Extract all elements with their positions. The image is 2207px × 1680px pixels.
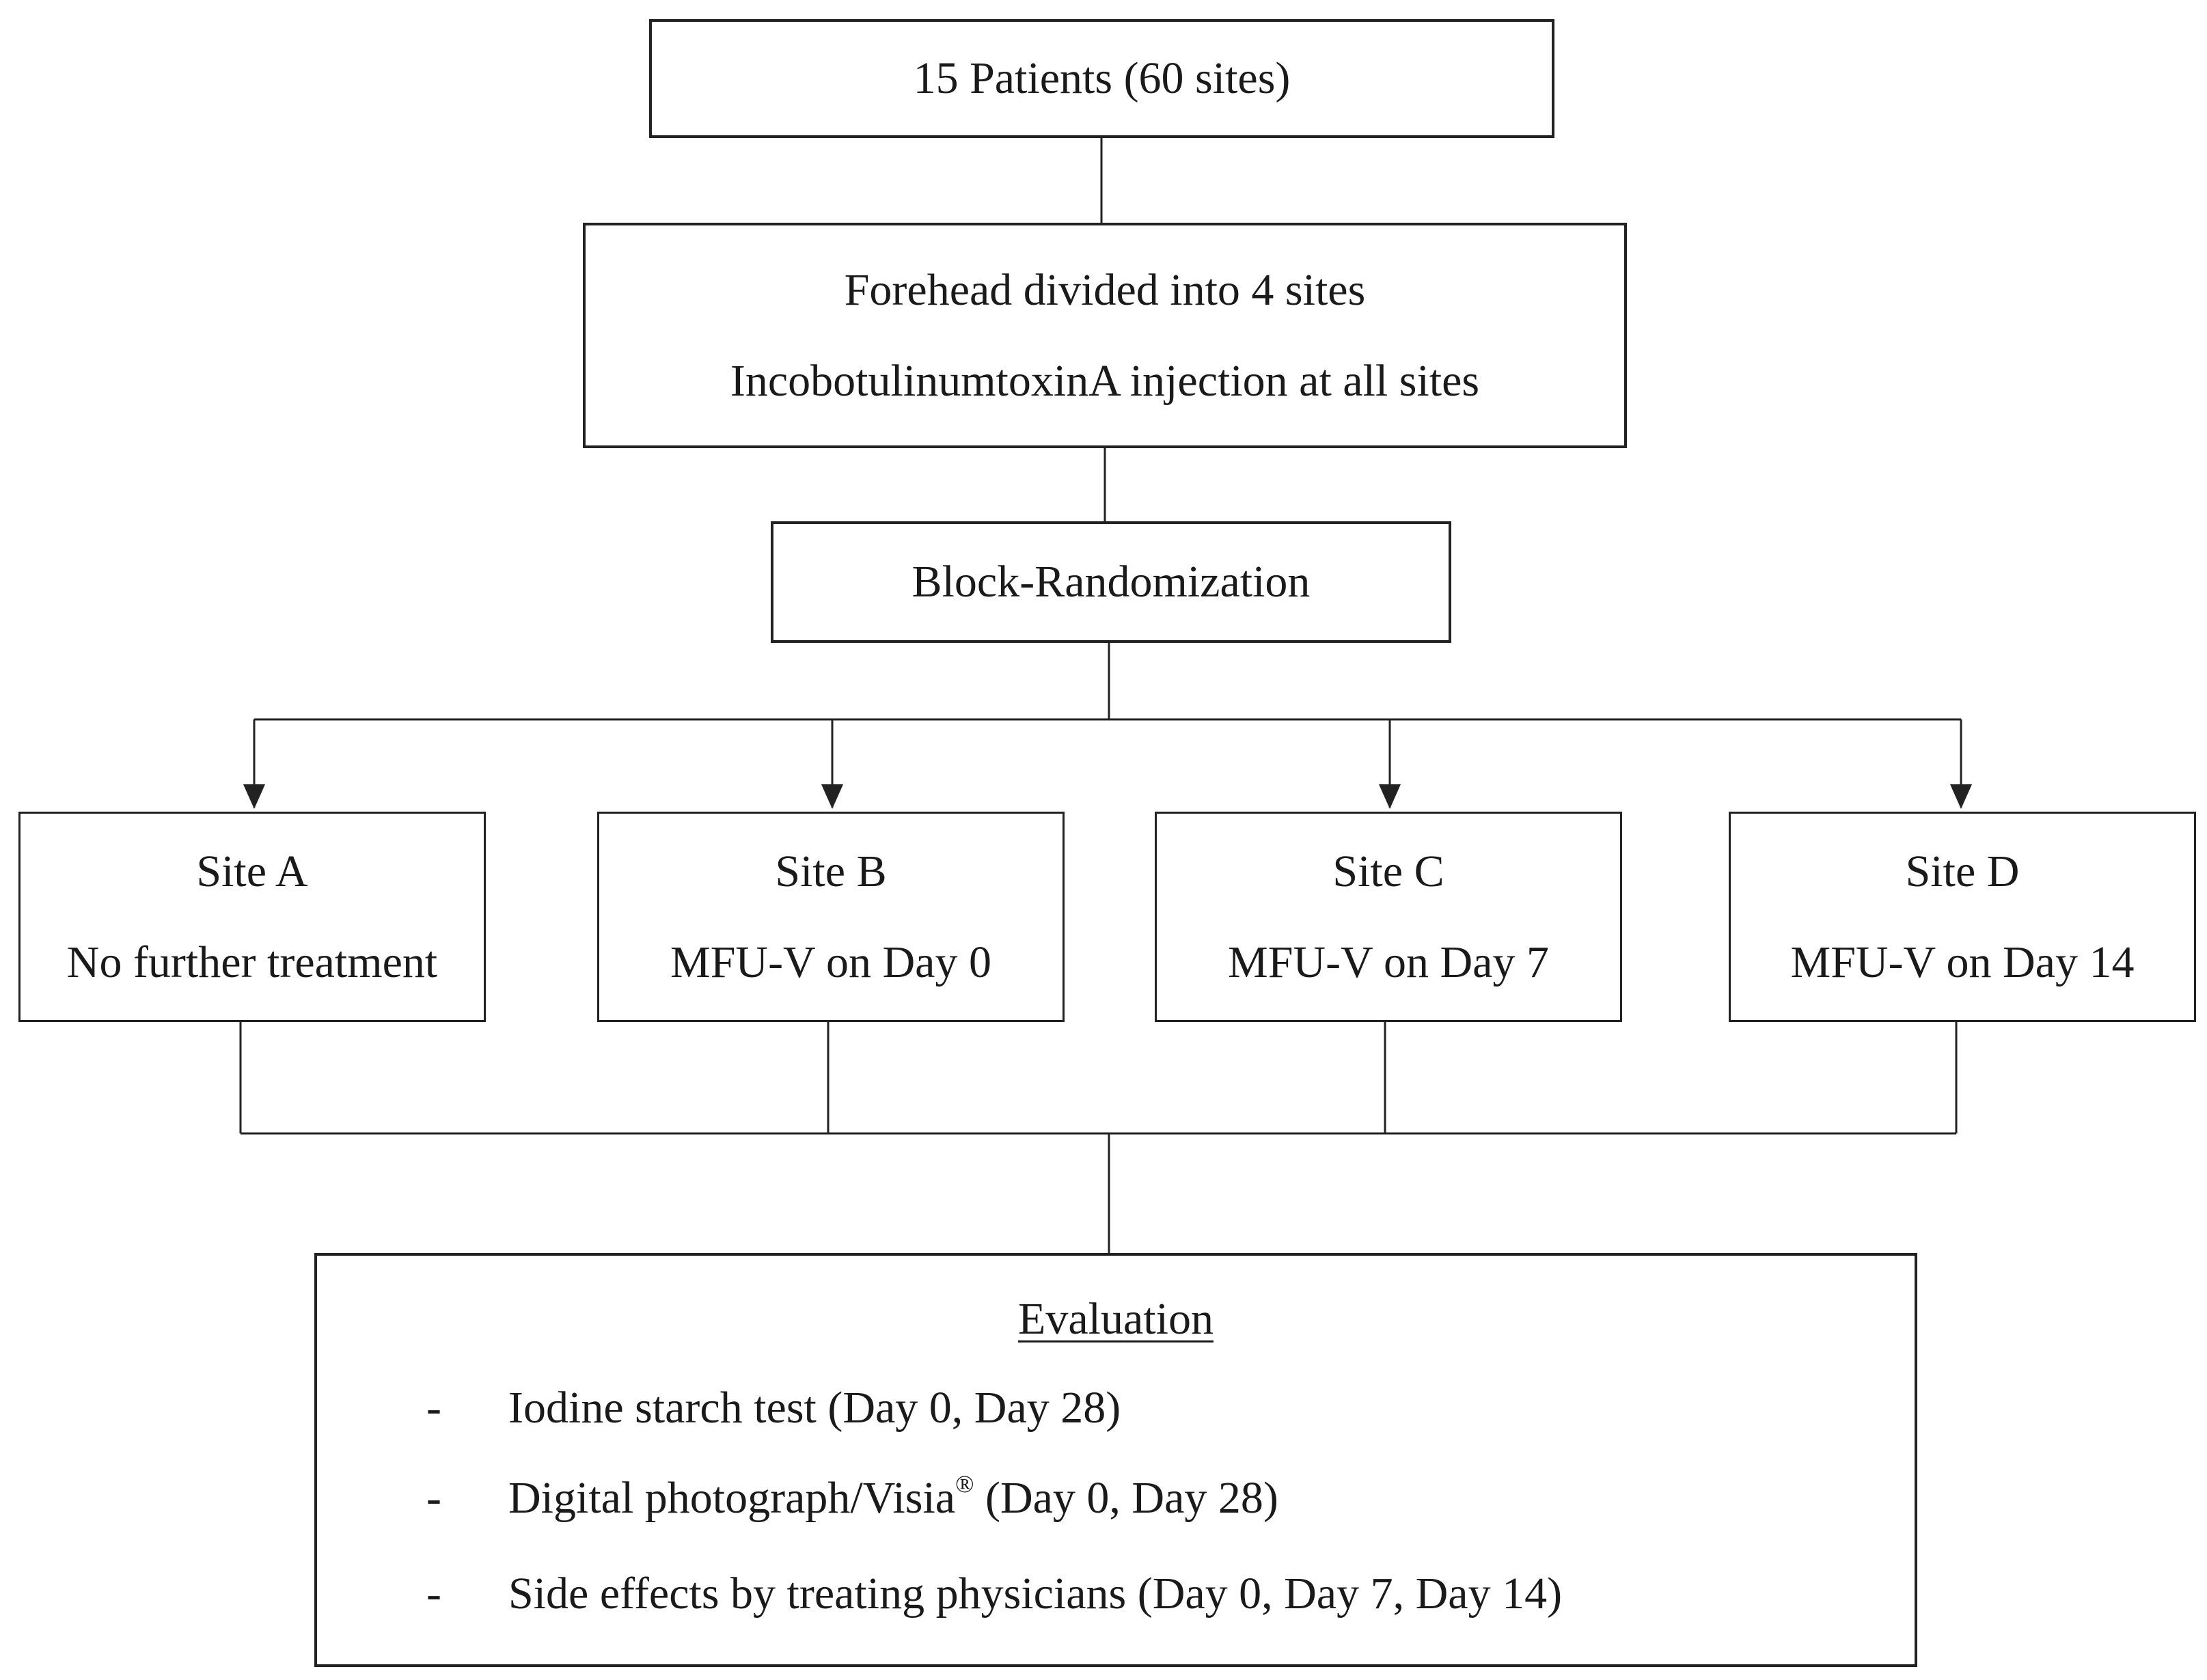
site-c-box: Site C MFU-V on Day 7 [1155,812,1622,1022]
evaluation-item-text: Iodine starch test (Day 0, Day 28) [508,1383,1121,1433]
randomization-box: Block-Randomization [771,521,1451,643]
site-a-name: Site A [196,846,308,896]
evaluation-box: Evaluation - Iodine starch test (Day 0, … [314,1253,1917,1667]
evaluation-item-text-main: Digital photograph/Visia [508,1473,956,1523]
forehead-line-2: IncobotulinumtoxinA injection at all sit… [730,355,1480,406]
site-b-name: Site B [775,846,887,896]
site-b-treatment: MFU-V on Day 0 [670,937,991,987]
site-a-box: Site A No further treatment [18,812,486,1022]
evaluation-item-text: Digital photograph/Visia® (Day 0, Day 28… [508,1472,1278,1523]
patients-label: 15 Patients (60 sites) [913,53,1291,103]
site-a-treatment: No further treatment [66,937,438,987]
evaluation-item-text: Side effects by treating physicians (Day… [508,1569,1563,1619]
arrowhead-site-b [821,784,843,809]
site-d-name: Site D [1905,846,2020,896]
forehead-line-1: Forehead divided into 4 sites [844,264,1366,315]
site-c-treatment: MFU-V on Day 7 [1228,937,1549,987]
bullet-dash: - [426,1473,441,1523]
forehead-box: Forehead divided into 4 sites Incobotuli… [583,223,1627,448]
bullet-dash: - [426,1569,441,1619]
evaluation-title: Evaluation [1018,1294,1214,1344]
site-b-box: Site B MFU-V on Day 0 [597,812,1065,1022]
registered-mark: ® [955,1470,974,1498]
site-d-treatment: MFU-V on Day 14 [1790,937,2135,987]
arrowhead-site-a [243,784,265,809]
arrowhead-site-d [1950,784,1972,809]
patients-box: 15 Patients (60 sites) [649,19,1554,138]
evaluation-item-text-dates: (Day 0, Day 28) [974,1473,1278,1523]
site-d-box: Site D MFU-V on Day 14 [1729,812,2196,1022]
arrowhead-site-c [1379,784,1401,809]
randomization-label: Block-Randomization [911,557,1311,607]
site-c-name: Site C [1332,846,1444,896]
bullet-dash: - [426,1383,441,1433]
